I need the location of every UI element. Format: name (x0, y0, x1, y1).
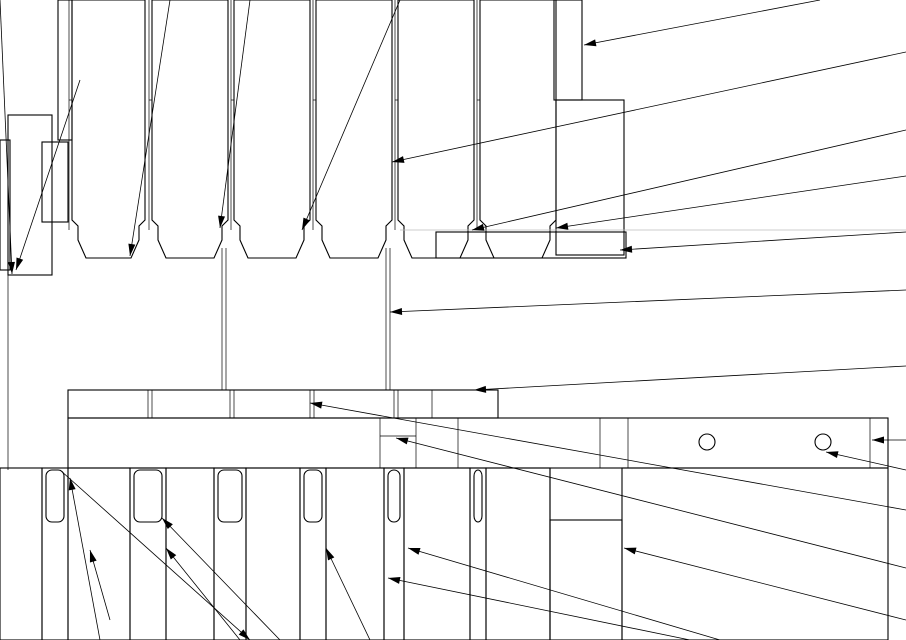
upper-plate (233, 0, 311, 259)
upper-right-post (553, 0, 583, 101)
leader-line (0, 0, 13, 275)
arrowhead-icon (128, 243, 136, 256)
leader-line (387, 577, 691, 640)
lower-block (485, 467, 551, 640)
arrowhead-icon (388, 576, 401, 584)
arrowhead-icon (408, 548, 421, 555)
lower-block (403, 467, 471, 640)
leader-line (389, 289, 906, 313)
leader-line (407, 547, 721, 640)
arrowhead-icon (556, 222, 569, 230)
lower-block (129, 467, 167, 640)
upper-bar (67, 389, 499, 419)
arrowhead-icon (396, 437, 409, 445)
arrowhead-icon (620, 245, 633, 253)
arrowhead-icon (16, 257, 24, 270)
upper-left-inner (41, 141, 69, 223)
leader-line (395, 437, 906, 569)
leader-line (473, 365, 906, 391)
arrowhead-icon (472, 223, 485, 231)
leader-line (555, 175, 906, 229)
leader-line (15, 79, 81, 271)
arrowhead-icon (392, 156, 405, 163)
upper-left-edge (0, 139, 11, 271)
upper-left-strip (57, 0, 73, 141)
arrowhead-icon (7, 261, 15, 274)
arrowhead-icon (302, 217, 310, 230)
lower-right-fine (621, 467, 889, 640)
lower-block (245, 467, 301, 640)
middle-bars (7, 248, 889, 470)
leader-line (391, 51, 906, 163)
leader-line (583, 0, 821, 46)
lower-left-edge (0, 467, 43, 640)
arrowhead-icon (238, 629, 250, 640)
lower-plate-stack (0, 467, 889, 640)
leader-line (69, 477, 101, 640)
lower-block (325, 467, 385, 640)
arrowhead-icon (68, 478, 76, 491)
arrowhead-icon (326, 548, 335, 561)
arrowhead-icon (218, 215, 226, 228)
arrowhead-icon (826, 451, 839, 459)
upper-plate (315, 0, 393, 259)
leader-line (59, 469, 251, 640)
upper-right-block (555, 99, 625, 256)
leader-line (161, 517, 281, 640)
arrowhead-icon (624, 547, 637, 555)
lower-block (383, 467, 405, 640)
lower-bar (67, 417, 889, 469)
arrowhead-icon (89, 550, 97, 563)
arrowhead-icon (584, 39, 597, 47)
leader-line (89, 549, 111, 621)
leader-line (309, 402, 906, 511)
upper-plate (397, 0, 475, 259)
upper-right-base (435, 231, 627, 259)
leader-line (325, 547, 371, 640)
upper-left-block (7, 114, 53, 276)
leader-line (129, 0, 171, 257)
arrowhead-icon (166, 548, 177, 560)
lower-right-block (549, 519, 623, 640)
leader-line (301, 0, 401, 231)
upper-plate (71, 0, 146, 259)
circle-hole-icon (814, 433, 832, 451)
lower-block (67, 467, 131, 640)
arrowhead-icon (390, 307, 403, 315)
circle-hole-icon (698, 433, 716, 451)
leader-line (619, 231, 906, 251)
arrowhead-icon (162, 518, 173, 530)
arrowhead-icon (474, 385, 487, 393)
upper-plate-stack (0, 0, 906, 276)
upper-plate (151, 0, 229, 259)
arrowhead-icon (310, 401, 323, 409)
leader-line (471, 129, 906, 231)
leader-line (623, 547, 906, 621)
leader-line (219, 0, 251, 229)
lower-block (469, 467, 487, 640)
leader-line (825, 451, 906, 471)
arrowhead-icon (872, 436, 884, 444)
leader-line (165, 547, 241, 640)
